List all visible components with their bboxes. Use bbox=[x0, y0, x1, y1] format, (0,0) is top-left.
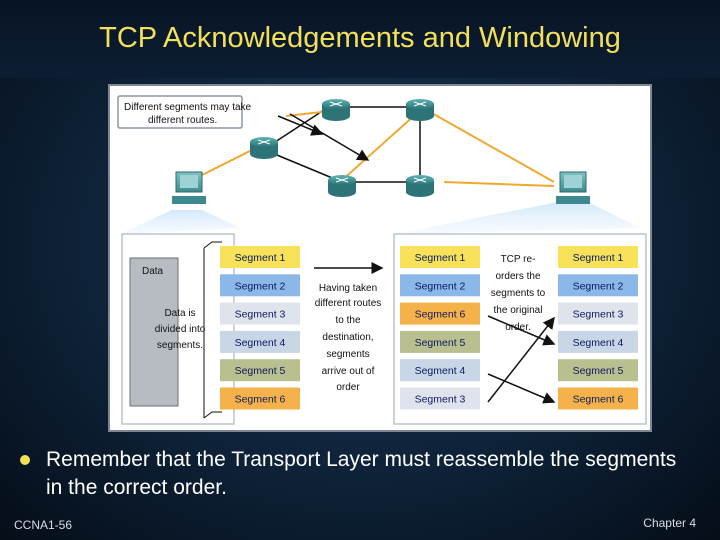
router-icon bbox=[250, 137, 278, 159]
segment-label: Segment 4 bbox=[415, 365, 466, 377]
data-label: Data bbox=[142, 266, 164, 277]
segment-box bbox=[558, 274, 638, 297]
divided-note-3: segments. bbox=[157, 340, 203, 351]
middle-note-7: order bbox=[336, 382, 360, 393]
segment-label: Segment 6 bbox=[235, 394, 286, 406]
segment-label: Segment 5 bbox=[235, 365, 286, 377]
segments-diagram: Different segments may take different ro… bbox=[108, 84, 652, 432]
segment-box bbox=[400, 246, 480, 268]
segment-label: Segment 2 bbox=[235, 280, 286, 292]
routes-callout bbox=[117, 95, 243, 129]
right-beam bbox=[396, 202, 640, 234]
segment-box bbox=[558, 330, 638, 353]
tcp-note-5: order. bbox=[505, 322, 531, 333]
data-block bbox=[129, 257, 179, 407]
divided-note-1: Data is bbox=[164, 308, 195, 319]
segment-label: Segment 1 bbox=[235, 252, 286, 264]
segment-box bbox=[558, 302, 638, 325]
segment-box bbox=[400, 359, 480, 382]
segment-box bbox=[400, 274, 480, 297]
segment-label: Segment 6 bbox=[415, 309, 466, 321]
segment-label: Segment 3 bbox=[235, 309, 286, 321]
segment-label: Segment 1 bbox=[415, 252, 466, 264]
reorder-arrow bbox=[487, 373, 556, 404]
segment-label: Segment 6 bbox=[573, 394, 624, 406]
data-brace bbox=[203, 241, 222, 419]
reorder-arrow bbox=[487, 316, 555, 403]
diagram-canvas: Different segments may take different ro… bbox=[117, 95, 647, 425]
segment-label: Segment 2 bbox=[415, 280, 466, 292]
segment-box bbox=[400, 387, 480, 410]
route-arrow-1 bbox=[277, 115, 324, 136]
middle-note-1: Having taken bbox=[319, 283, 377, 294]
router-icon bbox=[406, 175, 434, 197]
middle-note-2: different routes bbox=[315, 298, 382, 309]
router-icon bbox=[406, 99, 434, 121]
middle-note-6: arrive out of bbox=[322, 366, 375, 377]
segment-box bbox=[558, 246, 638, 268]
title-bar bbox=[0, 0, 720, 78]
tcp-note-1: TCP re- bbox=[501, 254, 536, 265]
segment-label: Segment 5 bbox=[415, 337, 466, 349]
computer-icon bbox=[556, 171, 590, 204]
callout-line-1: Different segments may take bbox=[124, 102, 252, 113]
segment-box bbox=[220, 359, 300, 382]
footer-chapter: Chapter 4 bbox=[643, 516, 696, 530]
router-icon bbox=[328, 175, 356, 197]
reordered-segments-column: Segment 1 Segment 2 Segment 3 Segment 4 Segm… bbox=[558, 246, 638, 410]
tcp-note-4: the original bbox=[494, 305, 543, 316]
bullet-text: Remember that the Transport Layer must r… bbox=[46, 448, 677, 499]
segment-label: Segment 5 bbox=[573, 365, 624, 377]
left-beam bbox=[120, 210, 240, 234]
segment-box bbox=[400, 302, 480, 325]
segment-label: Segment 3 bbox=[415, 394, 466, 406]
segment-box bbox=[558, 387, 638, 410]
segment-box bbox=[220, 246, 300, 268]
segment-box bbox=[558, 359, 638, 382]
segment-box bbox=[220, 274, 300, 297]
segment-box bbox=[220, 302, 300, 325]
middle-note-4: destination, bbox=[322, 332, 373, 343]
middle-note-5: segments bbox=[326, 349, 369, 360]
route-lines bbox=[183, 111, 555, 187]
tcp-note-3: segments to bbox=[491, 288, 546, 299]
segment-box bbox=[220, 387, 300, 410]
page-title: TCP Acknowledgements and Windowing bbox=[99, 22, 621, 54]
divided-note-2: divided into bbox=[155, 324, 206, 335]
segment-label: Segment 1 bbox=[573, 252, 624, 264]
middle-note-3: to the bbox=[335, 315, 360, 326]
segment-box bbox=[220, 330, 300, 353]
arrival-panel bbox=[393, 233, 647, 425]
computer-icon bbox=[172, 171, 206, 204]
segment-label: Segment 4 bbox=[573, 337, 624, 349]
segment-label: Segment 2 bbox=[573, 280, 624, 292]
arrived-segments-column: Segment 1 Segment 2 Segment 6 Segment 5 Segm… bbox=[400, 246, 480, 410]
sent-segments-column: Segment 1 Segment 2 Segment 3 Segment 4 Segm… bbox=[220, 246, 300, 410]
segment-box bbox=[400, 330, 480, 353]
bullet-dot bbox=[20, 455, 30, 465]
tcp-note-2: orders the bbox=[495, 271, 540, 282]
segment-label: Segment 4 bbox=[235, 337, 286, 349]
footer-course-code: CCNA1-56 bbox=[14, 518, 73, 532]
router-icon bbox=[322, 99, 350, 121]
callout-line-2: different routes. bbox=[148, 115, 217, 126]
segment-label: Segment 3 bbox=[573, 309, 624, 321]
reorder-arrow bbox=[487, 315, 556, 346]
route-arrow-2 bbox=[289, 113, 370, 161]
